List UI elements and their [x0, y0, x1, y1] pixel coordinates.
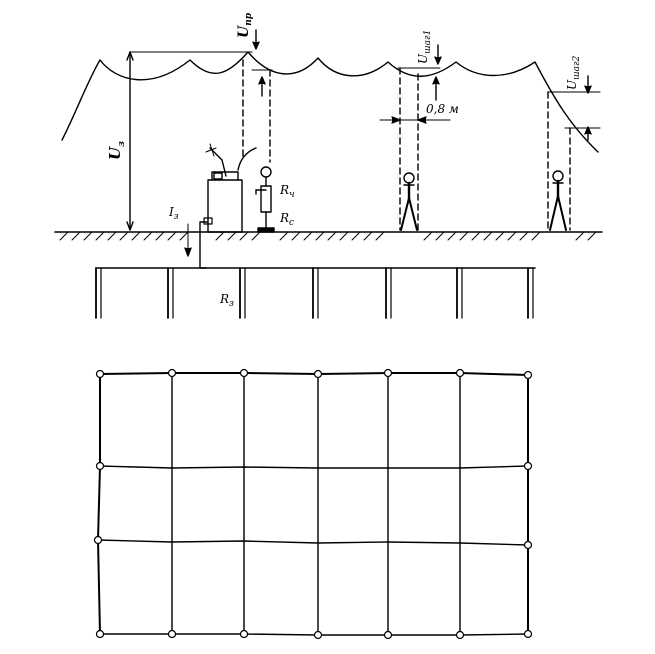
person-figure-icon — [400, 172, 418, 231]
u-z-dimension — [126, 51, 253, 231]
svg-text:Uз: Uз — [106, 141, 127, 160]
u-z-label: Uз — [106, 141, 127, 160]
u-shag2-dimension — [547, 75, 601, 231]
u-shag1-label: Uшаг1 — [416, 30, 433, 64]
r-ch-label: Rч — [279, 183, 295, 200]
u-shag1-dimension — [379, 44, 451, 231]
svg-text:Uшаг1: Uшаг1 — [416, 30, 433, 64]
u-pr-dimension — [242, 29, 273, 163]
u-shag2-label: Uшаг2 — [565, 55, 582, 90]
r-z-label: Rз — [219, 292, 234, 309]
svg-text:Uпр: Uпр — [236, 12, 254, 38]
ground-grid-plan — [97, 372, 529, 636]
u-pr-label: Uпр — [236, 12, 254, 38]
potential-curve — [61, 51, 599, 153]
r-c-label: Rс — [279, 211, 294, 228]
equipment-housing-icon — [203, 143, 257, 233]
grid-electrode-nodes — [93, 368, 533, 640]
i-z-label: Iз — [168, 205, 179, 222]
ground-surface — [54, 231, 603, 241]
fault-current-path — [184, 221, 209, 269]
touching-person-model — [255, 166, 275, 233]
distance-label: 0,8 м — [426, 102, 459, 116]
ground-electrodes-section — [95, 267, 536, 319]
svg-text:Uшаг2: Uшаг2 — [565, 55, 582, 90]
person-figure-icon — [549, 170, 567, 231]
